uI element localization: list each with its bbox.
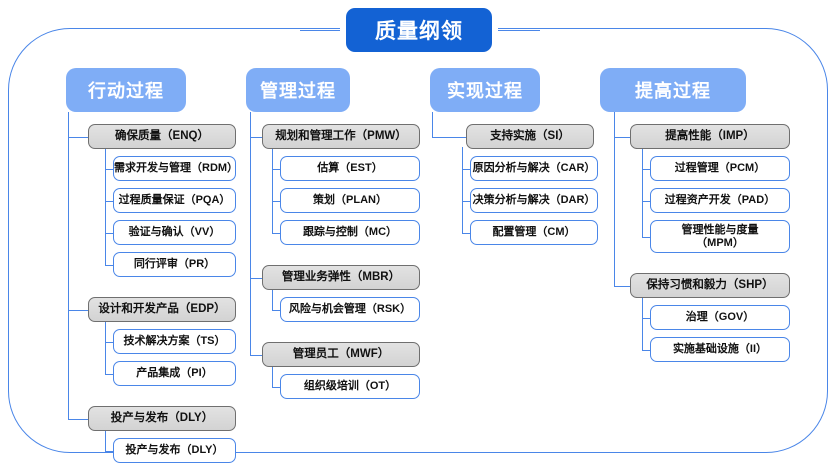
leaf-node[interactable]: 风险与机会管理（RSK） xyxy=(280,297,420,322)
group-node[interactable]: 设计和开发产品（EDP） xyxy=(88,297,236,322)
column-header-3[interactable]: 实现过程 xyxy=(430,68,540,112)
leaf-node[interactable]: 组织级培训（OT） xyxy=(280,374,420,399)
connector-root-left xyxy=(300,30,348,32)
connector-branch-to-leaf xyxy=(642,200,650,202)
connector-branch-to-leaf xyxy=(272,386,280,388)
connector-column-trunk xyxy=(68,112,70,419)
leaf-node[interactable]: 投产与发布（DLY） xyxy=(113,438,236,463)
group-node[interactable]: 保持习惯和毅力（SHP） xyxy=(630,273,790,298)
connector-branch-to-leaf xyxy=(272,168,280,170)
connector-branch-to-leaf xyxy=(462,168,470,170)
connector-group-spine xyxy=(272,147,274,233)
leaf-node[interactable]: 过程质量保证（PQA） xyxy=(113,188,236,213)
connector-branch-to-leaf xyxy=(462,200,470,202)
connector-trunk-to-group xyxy=(614,285,630,287)
connector-trunk-to-group xyxy=(432,136,466,138)
leaf-node[interactable]: 同行评审（PR） xyxy=(113,252,236,277)
leaf-node[interactable]: 需求开发与管理（RDM） xyxy=(113,156,238,181)
group-node[interactable]: 规划和管理工作（PMW） xyxy=(262,124,420,149)
leaf-node[interactable]: 管理性能与度量（MPM） xyxy=(650,220,790,253)
group-node[interactable]: 管理员工（MWF） xyxy=(262,342,420,367)
connector-branch-to-leaf xyxy=(642,349,650,351)
group-node[interactable]: 管理业务弹性（MBR） xyxy=(262,265,420,290)
connector-branch-to-leaf xyxy=(105,232,113,234)
group-node[interactable]: 确保质量（ENQ） xyxy=(88,124,236,149)
connector-group-spine xyxy=(272,365,274,387)
connector-root-right xyxy=(490,30,540,32)
connector-group-spine xyxy=(105,147,107,265)
connector-branch-to-leaf xyxy=(642,317,650,319)
leaf-node[interactable]: 技术解决方案（TS） xyxy=(113,329,236,354)
connector-trunk-to-group xyxy=(68,136,88,138)
leaf-node[interactable]: 实施基础设施（II） xyxy=(650,337,790,362)
connector-branch-to-leaf xyxy=(105,341,113,343)
connector-group-spine xyxy=(105,320,107,374)
connector-branch-to-leaf xyxy=(272,309,280,311)
connector-branch-to-leaf xyxy=(642,236,650,238)
connector-group-spine xyxy=(462,147,464,233)
leaf-node[interactable]: 策划（PLAN） xyxy=(280,188,420,213)
leaf-node[interactable]: 原因分析与解决（CAR） xyxy=(470,156,598,181)
connector-column-trunk xyxy=(432,112,434,137)
group-node[interactable]: 支持实施（SI） xyxy=(466,124,594,149)
connector-branch-to-leaf xyxy=(105,200,113,202)
leaf-node[interactable]: 跟踪与控制（MC） xyxy=(280,220,420,245)
leaf-node[interactable]: 产品集成（PI） xyxy=(113,361,236,386)
connector-branch-to-leaf xyxy=(642,168,650,170)
connector-group-spine xyxy=(105,429,107,451)
connector-trunk-to-group xyxy=(250,354,262,356)
connector-trunk-to-group xyxy=(68,309,88,311)
connector-branch-to-leaf xyxy=(105,373,113,375)
connector-group-spine xyxy=(642,296,644,350)
connector-trunk-to-group xyxy=(250,136,262,138)
leaf-node[interactable]: 估算（EST） xyxy=(280,156,420,181)
connector-branch-to-leaf xyxy=(462,232,470,234)
connector-branch-to-leaf xyxy=(105,168,113,170)
connector-group-spine xyxy=(642,147,644,237)
root-title-node[interactable]: 质量纲领 xyxy=(346,8,492,52)
leaf-node[interactable]: 过程资产开发（PAD） xyxy=(650,188,790,213)
connector-branch-to-leaf xyxy=(105,264,113,266)
column-header-4[interactable]: 提高过程 xyxy=(600,68,746,112)
connector-branch-to-leaf xyxy=(272,232,280,234)
connector-trunk-to-group xyxy=(68,418,88,420)
leaf-node[interactable]: 治理（GOV） xyxy=(650,305,790,330)
column-header-2[interactable]: 管理过程 xyxy=(246,68,350,112)
connector-branch-to-leaf xyxy=(105,450,113,452)
leaf-node[interactable]: 验证与确认（VV） xyxy=(113,220,236,245)
connector-column-trunk xyxy=(614,112,616,286)
column-header-1[interactable]: 行动过程 xyxy=(66,68,186,112)
leaf-node[interactable]: 过程管理（PCM） xyxy=(650,156,790,181)
connector-trunk-to-group xyxy=(250,277,262,279)
connector-branch-to-leaf xyxy=(272,200,280,202)
group-node[interactable]: 提高性能（IMP） xyxy=(630,124,790,149)
group-node[interactable]: 投产与发布（DLY） xyxy=(88,406,236,431)
leaf-node[interactable]: 配置管理（CM） xyxy=(470,220,598,245)
connector-column-trunk xyxy=(250,112,252,355)
connector-trunk-to-group xyxy=(614,136,630,138)
leaf-node[interactable]: 决策分析与解决（DAR） xyxy=(470,188,598,213)
connector-group-spine xyxy=(272,288,274,310)
